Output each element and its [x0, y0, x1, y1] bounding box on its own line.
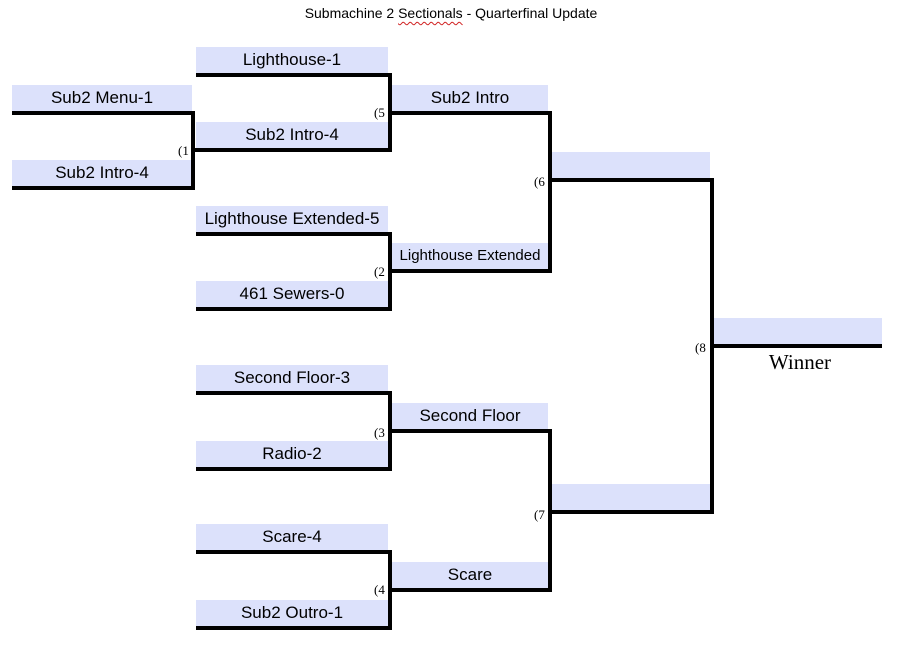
match1-top-line: [12, 111, 192, 115]
match7-output-line: [548, 510, 714, 514]
title-suffix: - Quarterfinal Update: [462, 5, 598, 21]
match6-connector: [548, 111, 552, 273]
final-winner-slot: [714, 318, 882, 344]
match2-bottom-team: 461 Sewers-0: [196, 281, 388, 307]
match4-number: (4: [374, 582, 385, 597]
winner-label: Winner: [768, 350, 832, 374]
match5-top-team: Lighthouse-1: [196, 47, 388, 73]
qf4-team: Scare: [392, 562, 548, 588]
match7-number: (7: [534, 507, 545, 522]
match2-number: (2: [374, 264, 385, 279]
match1-bottom-team: Sub2 Intro-4: [12, 160, 192, 186]
match1-bottom-line: [12, 186, 192, 190]
match1-output-line: [191, 148, 389, 152]
match4-bottom-team: Sub2 Outro-1: [196, 600, 388, 626]
title-underlined-word: Sectionals: [398, 5, 463, 21]
qf1-line: [388, 111, 552, 115]
match2-top-team: Lighthouse Extended-5: [196, 206, 388, 232]
match8-number: (8: [695, 340, 706, 355]
match4-top-team: Scare-4: [196, 524, 388, 550]
match6-output-line: [548, 178, 714, 182]
match3-bottom-team: Radio-2: [196, 441, 388, 467]
match6-number: (6: [534, 174, 545, 189]
match5-number: (5: [374, 105, 385, 120]
match3-top-line: [196, 391, 391, 395]
match5-top-line: [196, 73, 391, 77]
qf2-team: Lighthouse Extended: [392, 243, 548, 269]
match4-bottom-line: [196, 626, 391, 630]
match6-winner-slot: [552, 152, 710, 178]
match1-number: (1: [178, 143, 189, 158]
match1-top-team: Sub2 Menu-1: [12, 85, 192, 111]
match5-bottom-team: Sub2 Intro-4: [196, 122, 388, 148]
match3-number: (3: [374, 425, 385, 440]
title-prefix: Submachine 2: [304, 5, 399, 21]
match7-winner-slot: [552, 484, 710, 510]
qf2-line: [388, 269, 552, 273]
qf1-team: Sub2 Intro: [392, 85, 548, 111]
final-output-line: [710, 344, 882, 348]
qf3-line: [388, 429, 552, 433]
match4-top-line: [196, 550, 391, 554]
qf4-line: [388, 588, 552, 592]
qf3-team: Second Floor: [392, 403, 548, 429]
match2-top-line: [196, 232, 391, 236]
match2-bottom-line: [196, 307, 391, 311]
bracket-title: Submachine 2 Sectionals - Quarterfinal U…: [0, 5, 902, 21]
match3-bottom-line: [196, 467, 391, 471]
match3-top-team: Second Floor-3: [196, 365, 388, 391]
